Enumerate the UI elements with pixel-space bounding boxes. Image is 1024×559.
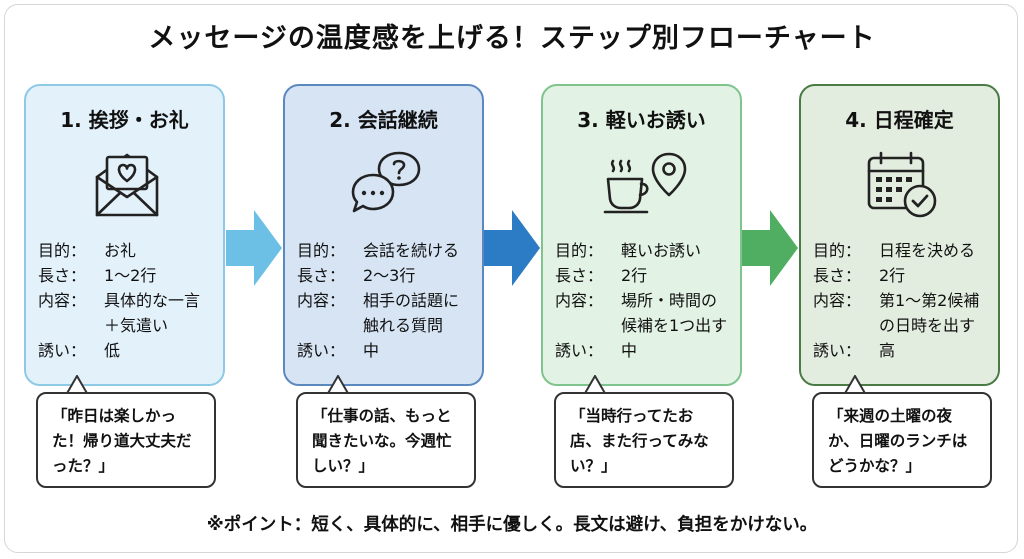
content-label: 内容： — [297, 291, 346, 310]
envelope-heart-icon — [26, 143, 223, 223]
step-details: 目的： 会話を続ける 長さ： 2〜3行 内容： 相手の話題に 触れる質問 誘い： 中 — [297, 238, 478, 363]
bubble-tail — [65, 375, 89, 395]
step-card-1: 1. 挨拶・お礼 目的： お礼 長さ： 1〜2行 内容： 具体的な一言 ＋気遣い 誘い… — [24, 84, 225, 386]
invite-value: 中 — [621, 341, 638, 360]
purpose-label: 目的： — [38, 241, 87, 260]
content-value: 場所・時間の 候補を1つ出す — [621, 291, 728, 335]
purpose-label: 目的： — [297, 241, 346, 260]
invite-value: 中 — [363, 341, 380, 360]
calendar-check-icon — [801, 143, 998, 223]
flow-arrow-right-icon — [484, 210, 540, 286]
example-message-bubble: 「当時行ってたお店、また行ってみない？」 — [554, 392, 734, 488]
invite-label: 誘い： — [297, 341, 346, 360]
content-label: 内容： — [813, 291, 862, 310]
length-value: 2〜3行 — [363, 266, 416, 285]
step-details: 目的： お礼 長さ： 1〜2行 内容： 具体的な一言 ＋気遣い 誘い： 低 — [38, 238, 219, 363]
content-value: 第1〜第2候補 の日時を出す — [879, 291, 980, 335]
step-title: 1. 挨拶・お礼 — [60, 108, 189, 132]
purpose-value: 会話を続ける — [363, 241, 460, 260]
step-title: 4. 日程確定 — [845, 108, 954, 132]
bubble-tail — [583, 375, 607, 395]
length-label: 長さ： — [38, 266, 87, 285]
content-value: 具体的な一言 ＋気遣い — [104, 291, 201, 335]
step-card-3: 3. 軽いお誘い 目的： 軽いお誘い 長さ： 2行 内容： 場所・時間の 候補を1つ出… — [541, 84, 742, 386]
length-label: 長さ： — [555, 266, 604, 285]
length-value: 2行 — [621, 266, 648, 285]
purpose-label: 目的： — [555, 241, 604, 260]
example-message-bubble: 「仕事の話、もっと聞きたいな。今週忙しい？」 — [296, 392, 476, 488]
length-value: 1〜2行 — [104, 266, 157, 285]
example-message-bubble: 「昨日は楽しかった！帰り道大丈夫だった？」 — [36, 392, 216, 488]
purpose-value: お礼 — [104, 241, 137, 260]
diagram-frame — [4, 4, 1018, 553]
flow-arrow-right-icon — [226, 210, 282, 286]
speech-bubbles-icon — [285, 143, 482, 223]
step-title: 3. 軽いお誘い — [577, 108, 706, 132]
bubble-tail — [843, 375, 867, 395]
flow-arrow-right-icon — [742, 210, 798, 286]
length-label: 長さ： — [813, 266, 862, 285]
content-value: 相手の話題に 触れる質問 — [363, 291, 460, 335]
length-value: 2行 — [879, 266, 906, 285]
purpose-label: 目的： — [813, 241, 862, 260]
invite-label: 誘い： — [555, 341, 604, 360]
invite-label: 誘い： — [38, 341, 87, 360]
step-details: 目的： 日程を決める 長さ： 2行 内容： 第1〜第2候補 の日時を出す 誘い： 高 — [813, 238, 994, 363]
bubble-tail — [326, 375, 350, 395]
content-label: 内容： — [555, 291, 604, 310]
coffee-location-icon — [543, 143, 740, 223]
purpose-value: 軽いお誘い — [621, 241, 702, 260]
length-label: 長さ： — [297, 266, 346, 285]
purpose-value: 日程を決める — [879, 241, 976, 260]
invite-value: 高 — [879, 341, 896, 360]
invite-label: 誘い： — [813, 341, 862, 360]
footer-tip: ※ポイント：短く、具体的に、相手に優しく。長文は避け、負担をかけない。 — [206, 515, 818, 535]
content-label: 内容： — [38, 291, 87, 310]
example-message-bubble: 「来週の土曜の夜か、日曜のランチはどうかな？」 — [812, 392, 992, 488]
step-card-4: 4. 日程確定 目的： 日程を決める 長さ： 2行 内容： 第1〜第2候補 の日時を出… — [799, 84, 1000, 386]
page-title: メッセージの温度感を上げる！ステップ別フローチャート — [148, 23, 876, 54]
step-card-2: 2. 会話継続 目的： 会話を続ける 長さ： 2〜3行 内容： 相手の話題に 触れる質… — [283, 84, 484, 386]
step-details: 目的： 軽いお誘い 長さ： 2行 内容： 場所・時間の 候補を1つ出す 誘い： 中 — [555, 238, 736, 363]
step-title: 2. 会話継続 — [329, 108, 438, 132]
invite-value: 低 — [104, 341, 121, 360]
